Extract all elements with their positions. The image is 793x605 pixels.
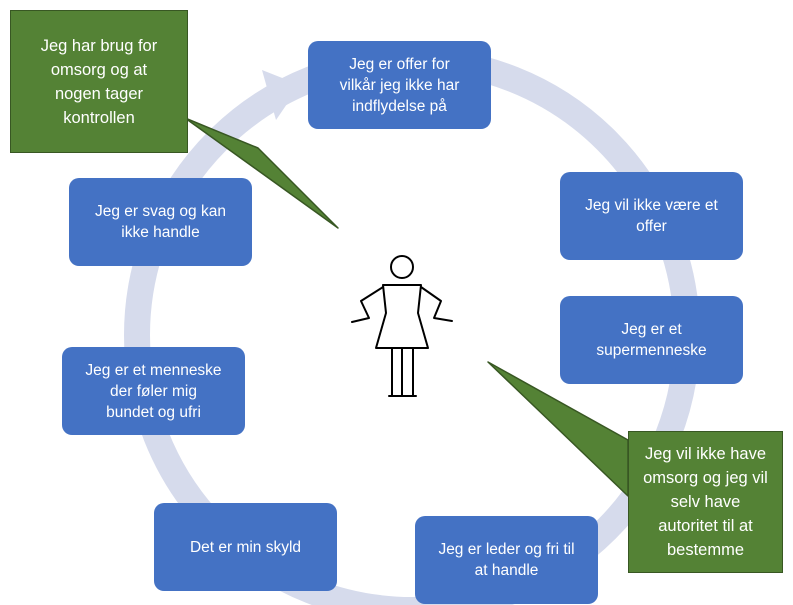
cycle-node-my-fault: Det er min skyld xyxy=(154,503,337,591)
callout-pointer-top-left xyxy=(184,117,339,229)
cycle-arrowhead xyxy=(262,70,300,120)
person-shrugging-icon xyxy=(351,255,453,397)
